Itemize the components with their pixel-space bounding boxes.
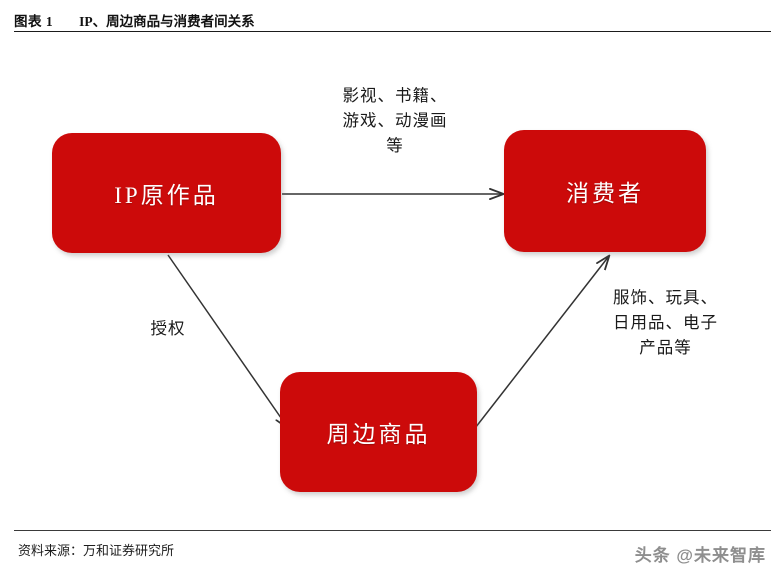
arrow-goods-to-consumer xyxy=(471,256,609,433)
figure-number: 图表 1 xyxy=(14,14,54,29)
node-label-goods: 周边商品 xyxy=(326,422,431,447)
figure-header: 图表 1 IP、周边商品与消费者间关系 xyxy=(14,8,770,32)
source-note: 资料来源：万和证券研究所 xyxy=(18,543,175,558)
node-consumer: 消费者 xyxy=(504,130,706,252)
edge-label-goods-to-consumer: 服饰、玩具、 日用品、电子 产品等 xyxy=(613,288,718,357)
relationship-diagram: IP原作品 消费者 周边商品 影视、书籍、 游戏、动漫画 等 授权 服饰、玩具、… xyxy=(0,36,784,528)
figure-title: IP、周边商品与消费者间关系 xyxy=(79,14,255,29)
header-divider xyxy=(14,31,771,32)
arrow-layer xyxy=(167,36,784,433)
edge-label-ip-to-consumer: 影视、书籍、 游戏、动漫画 等 xyxy=(342,86,448,155)
node-peripheral-goods: 周边商品 xyxy=(280,372,477,492)
arrow-ip-to-goods xyxy=(167,254,288,428)
node-label-consumer: 消费者 xyxy=(566,181,644,206)
edge-label-ip-to-goods: 授权 xyxy=(150,319,186,338)
node-label-ip: IP原作品 xyxy=(114,183,219,208)
footer-divider xyxy=(14,530,771,531)
watermark: 头条 @未来智库 xyxy=(634,546,766,565)
node-ip-original-work: IP原作品 xyxy=(52,133,281,253)
